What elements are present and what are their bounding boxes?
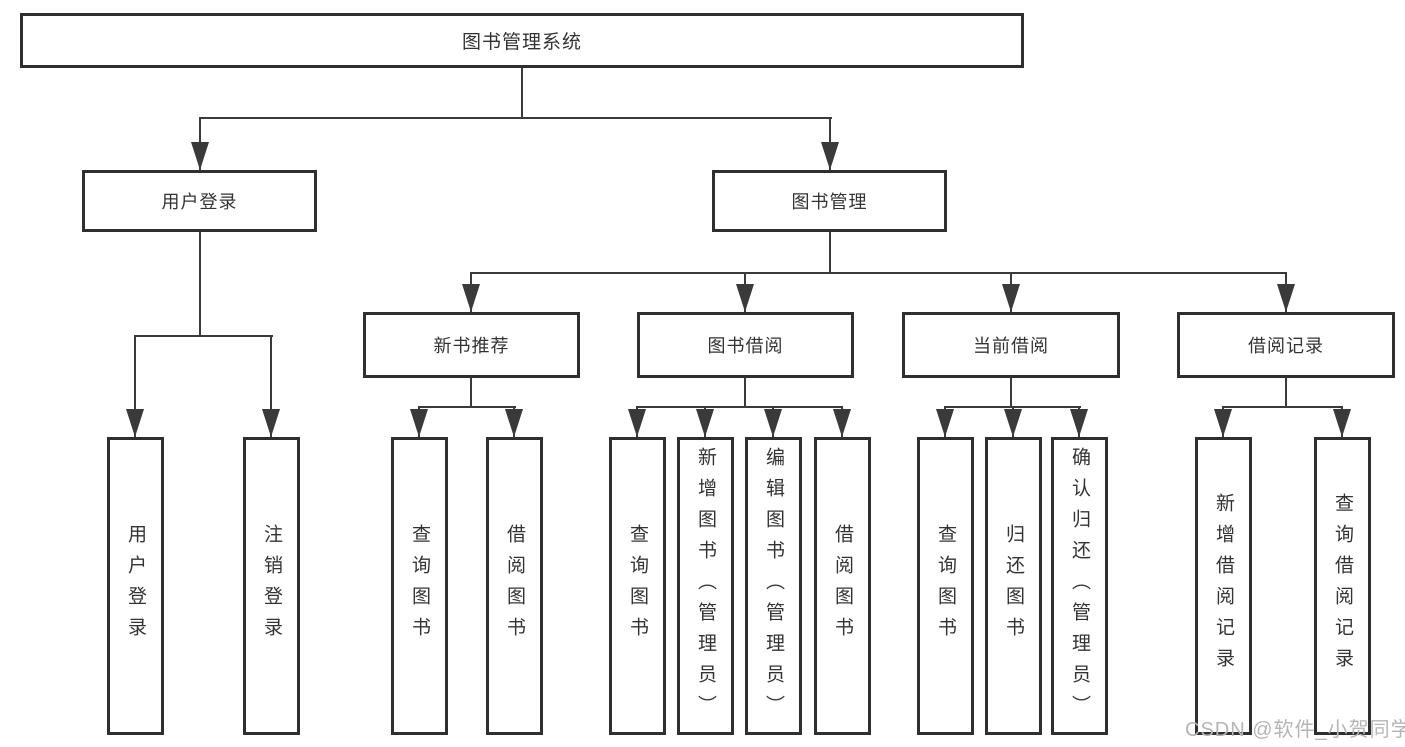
node-library-management-system: 图书管理系统 (20, 13, 1024, 68)
arrow-down-icon (262, 409, 280, 437)
node-borrowing-records: 借阅记录 (1177, 312, 1395, 378)
arrow-down-icon (191, 142, 209, 170)
node-label: 用户登录 (161, 192, 238, 212)
leaf-label: 查询图书 (627, 524, 648, 648)
connector-line (829, 232, 831, 274)
connector-line (134, 335, 136, 437)
leaf-return-books: 归还图书 (985, 437, 1042, 735)
leaf-label: 注销登录 (261, 524, 282, 648)
node-user-login: 用户登录 (82, 170, 317, 232)
leaf-add-books-admin: 新增图书（管理员） (677, 437, 734, 735)
arrow-down-icon (505, 409, 523, 437)
connector-line (270, 335, 272, 437)
leaf-label: 查询图书 (935, 524, 956, 648)
leaf-borrow-books-recommend: 借阅图书 (486, 437, 543, 735)
connector-line (134, 335, 273, 337)
leaf-label: 新增图书（管理员） (695, 446, 716, 726)
leaf-label: 新增借阅记录 (1213, 493, 1234, 679)
arrow-down-icon (1004, 409, 1022, 437)
leaf-query-books-current: 查询图书 (917, 437, 974, 735)
arrow-down-icon (833, 409, 851, 437)
connector-line (470, 272, 1287, 274)
leaf-label: 借阅图书 (832, 524, 853, 648)
leaf-label: 归还图书 (1003, 524, 1024, 648)
arrow-down-icon (410, 409, 428, 437)
connector-line (521, 68, 523, 118)
arrow-down-icon (1214, 409, 1232, 437)
arrow-down-icon (736, 284, 754, 312)
node-book-management: 图书管理 (712, 170, 947, 232)
arrow-down-icon (696, 409, 714, 437)
arrow-down-icon (126, 409, 144, 437)
arrow-down-icon (1277, 284, 1295, 312)
node-label: 新书推荐 (433, 336, 510, 356)
leaf-query-borrow-record: 查询借阅记录 (1314, 437, 1371, 735)
node-label: 图书借阅 (707, 336, 784, 356)
watermark: CSDN @软件_小贺同学 (1185, 719, 1405, 741)
leaf-label: 确认归还（管理员） (1069, 446, 1090, 726)
leaf-label: 查询借阅记录 (1332, 493, 1353, 679)
node-label: 图书管理系统 (461, 32, 582, 53)
connector-line (636, 406, 843, 408)
arrow-down-icon (1333, 409, 1351, 437)
node-label: 图书管理 (791, 192, 868, 212)
leaf-label: 编辑图书（管理员） (763, 446, 784, 726)
leaf-user-login: 用户登录 (107, 437, 164, 735)
connector-line (470, 378, 472, 407)
connector-line (1285, 378, 1287, 407)
arrow-down-icon (628, 409, 646, 437)
leaf-label: 用户登录 (125, 524, 146, 648)
arrow-down-icon (462, 284, 480, 312)
node-current-borrowing: 当前借阅 (902, 312, 1120, 378)
leaf-edit-books-admin: 编辑图书（管理员） (745, 437, 802, 735)
node-label: 借阅记录 (1248, 336, 1324, 356)
arrow-down-icon (936, 409, 954, 437)
connector-line (199, 117, 832, 119)
arrow-down-icon (1070, 409, 1088, 437)
leaf-label: 借阅图书 (504, 524, 525, 648)
node-book-borrowing: 图书借阅 (637, 312, 854, 378)
arrow-down-icon (764, 409, 782, 437)
arrow-down-icon (1002, 284, 1020, 312)
arrow-down-icon (821, 142, 839, 170)
node-new-book-recommendation: 新书推荐 (363, 312, 580, 378)
connector-line (418, 406, 516, 408)
connector-line (744, 378, 746, 407)
connector-line (1222, 406, 1343, 408)
connector-line (199, 232, 201, 337)
leaf-query-books-recommend: 查询图书 (391, 437, 448, 735)
leaf-borrow-books-borrowing: 借阅图书 (814, 437, 871, 735)
node-label: 当前借阅 (973, 336, 1049, 356)
connector-line (1010, 378, 1012, 407)
leaf-logout: 注销登录 (243, 437, 300, 735)
leaf-confirm-return-admin: 确认归还（管理员） (1051, 437, 1108, 735)
leaf-query-books-borrowing: 查询图书 (609, 437, 666, 735)
leaf-add-borrow-record: 新增借阅记录 (1195, 437, 1252, 735)
leaf-label: 查询图书 (409, 524, 430, 648)
